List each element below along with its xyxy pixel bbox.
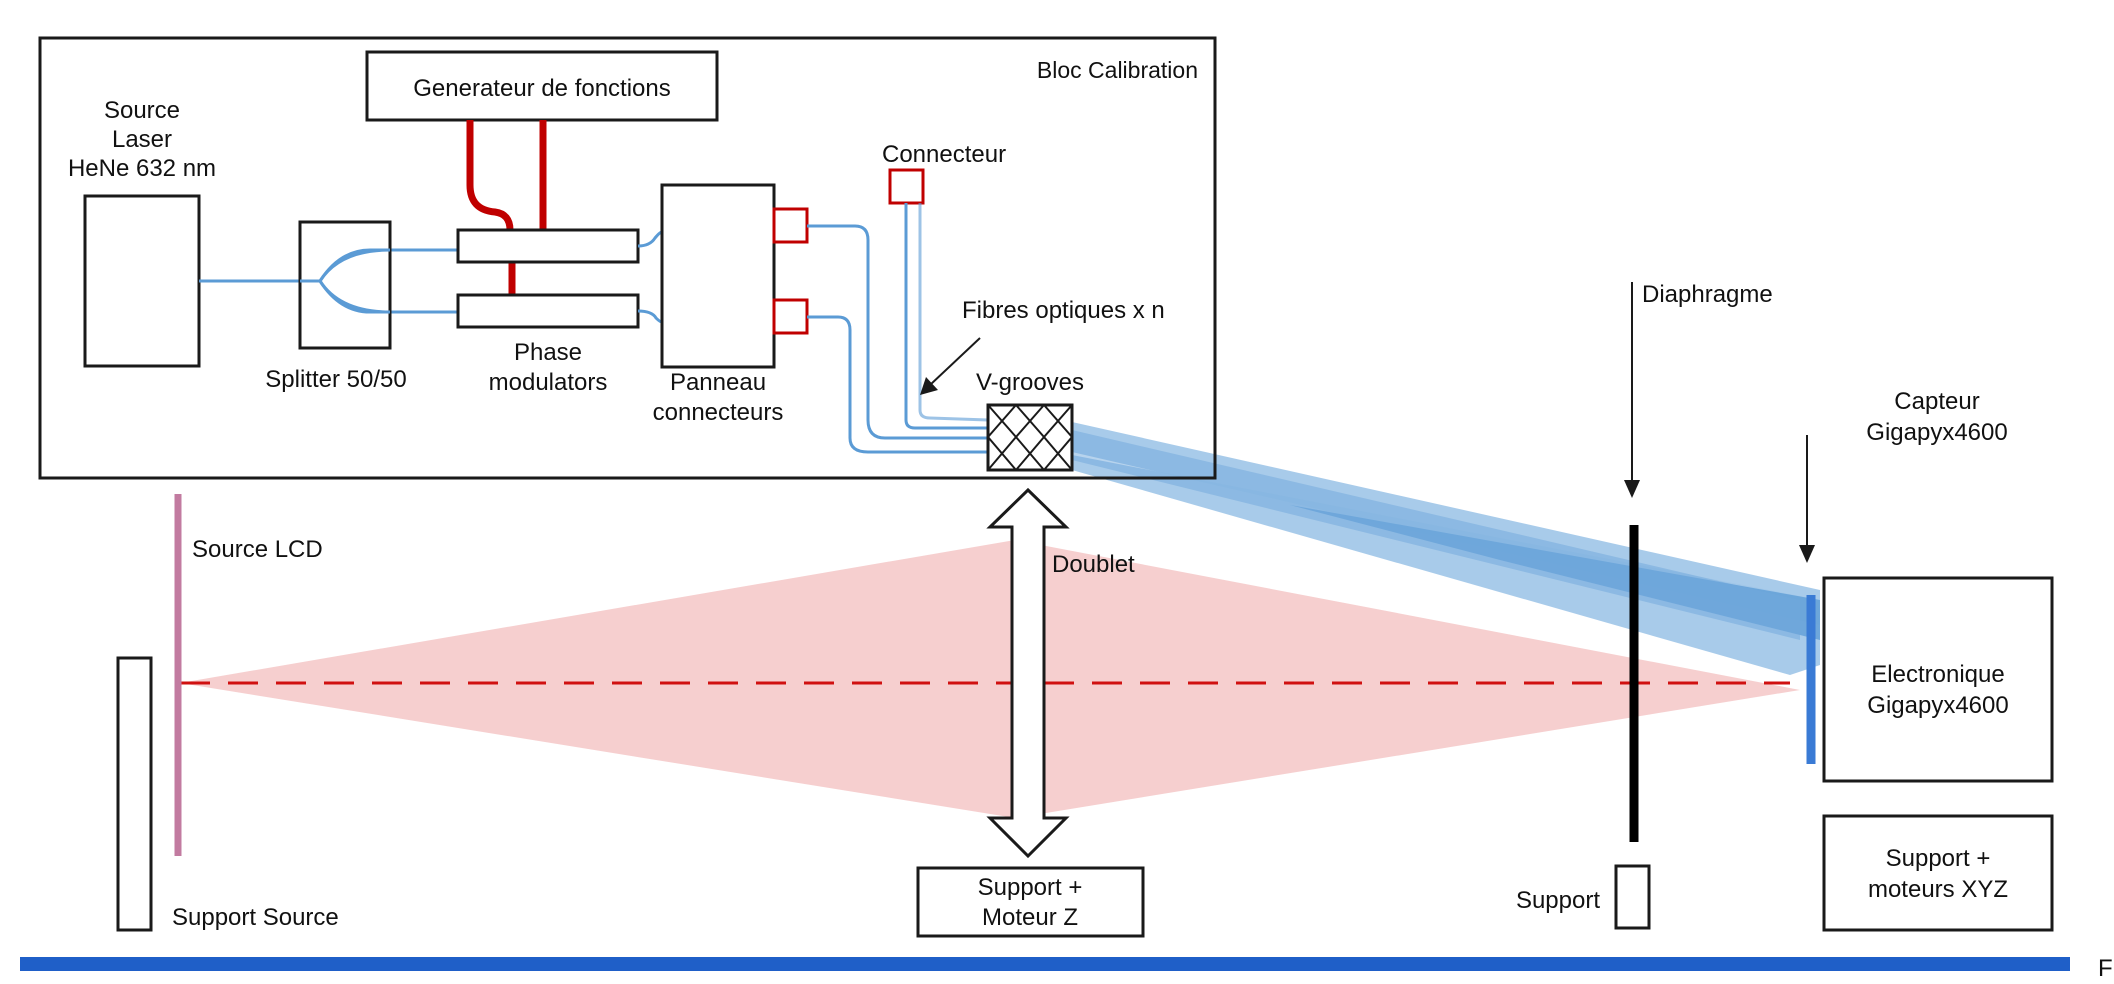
calibration-block-border (38, 36, 1217, 480)
fiber-splitter-inner (300, 248, 391, 314)
diaphragm-support-box (1614, 864, 1651, 930)
phase-modulator-upper (456, 228, 640, 264)
vgrooves-box (986, 403, 1074, 472)
red-cable-left (466, 120, 514, 231)
standalone-connector (888, 168, 925, 205)
connector-panel-label-2: connecteurs (653, 399, 784, 426)
fiber-mod-to-panel-lower (637, 309, 663, 324)
panel-connector-upper (772, 207, 809, 244)
fiber-mod-to-panel-upper (637, 230, 663, 248)
laser-source-box (83, 194, 201, 368)
connector-panel-box (660, 183, 776, 369)
diaphragm-label: Diaphragme (1642, 281, 1773, 308)
electronics-label-1: Electronique (1871, 661, 2004, 688)
calibration-block-title: Bloc Calibration (1037, 57, 1198, 83)
vgrooves-label: V-grooves (976, 369, 1084, 396)
doublet-lens (986, 487, 1070, 859)
laser-source-label-3: HeNe 632 nm (68, 155, 216, 182)
diaphragm-arrow-head (1624, 480, 1640, 498)
laser-beam-core (1072, 430, 1800, 640)
xyz-support-label-2: moteurs XYZ (1868, 876, 2008, 903)
connector-panel-label-1: Panneau (670, 369, 766, 396)
function-generator-label: Generateur de fonctions (413, 75, 671, 102)
laser-source-label-2: Laser (112, 126, 172, 153)
fiber-panel-lower-to-vgroove (807, 315, 988, 454)
lcd-light-cone (180, 540, 1800, 818)
doublet-label: Doublet (1052, 551, 1135, 578)
connector-label: Connecteur (882, 141, 1006, 168)
source-support-box (116, 656, 153, 932)
vgrooves-pattern (986, 404, 1074, 471)
electronics-box (1822, 576, 2054, 783)
phase-modulator-lower (456, 293, 640, 329)
z-motor-support-label-1: Support + (978, 874, 1083, 901)
splitter-box (298, 220, 392, 350)
fibres-arrow-head (920, 377, 938, 395)
fibres-label: Fibres optiques x n (962, 297, 1165, 324)
fiber-connector-to-vgroove (904, 203, 988, 430)
sensor-label-2: Gigapyx4600 (1866, 419, 2007, 446)
fiber-panel-upper-to-vgroove (807, 224, 988, 440)
fibres-arrow-shaft (929, 337, 981, 386)
sensor-label-1: Capteur (1894, 388, 1979, 415)
z-motor-support-label-2: Moteur Z (982, 904, 1078, 931)
diaphragm-support-label: Support (1516, 887, 1600, 914)
lcd-source-label: Source LCD (192, 536, 323, 563)
sensor-arrow-head (1799, 545, 1815, 563)
z-motor-support-box (916, 866, 1145, 938)
phase-modulators-label-1: Phase (514, 339, 582, 366)
phase-modulators-label-2: modulators (489, 369, 608, 396)
fiber-extra-to-vgroove (918, 203, 989, 422)
electronics-label-2: Gigapyx4600 (1867, 692, 2008, 719)
function-generator-box (365, 50, 719, 122)
edge-letter: F (2098, 955, 2113, 979)
laser-source-label-1: Source (104, 97, 180, 124)
splitter-label: Splitter 50/50 (265, 366, 406, 393)
xyz-support-box (1822, 814, 2054, 932)
xyz-support-label-1: Support + (1886, 845, 1991, 872)
source-support-label: Support Source (172, 904, 339, 931)
panel-connector-lower (772, 298, 809, 335)
optical-rail (20, 957, 2070, 971)
